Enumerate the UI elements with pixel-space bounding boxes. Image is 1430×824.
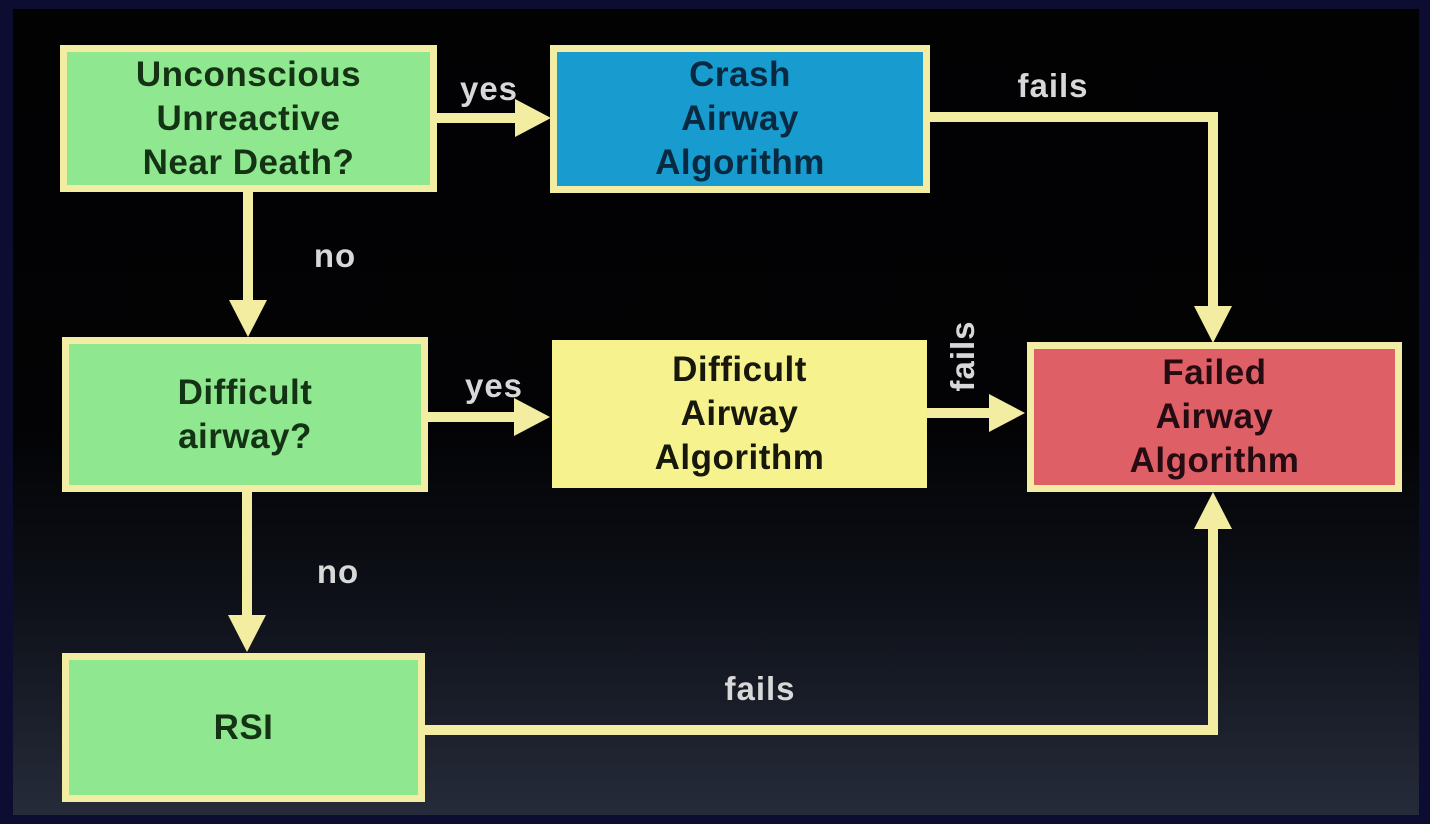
node-difficult-airway-algorithm: Difficult Airway Algorithm — [552, 340, 927, 488]
edge-label-no-bottom: no — [316, 553, 360, 590]
node-failed-airway-algorithm: Failed Airway Algorithm — [1027, 342, 1402, 492]
edge-crash-failed-hline — [930, 112, 1213, 122]
node-crash-airway-algorithm-label: Crash Airway Algorithm — [655, 55, 825, 182]
edge-difficultq-difficultalg-arrowhead — [514, 398, 550, 436]
edge-crash-failed-vline — [1208, 112, 1218, 308]
node-difficult-airway-question-label: Difficult airway? — [177, 372, 313, 456]
node-difficult-airway-algorithm-label: Difficult Airway Algorithm — [654, 350, 825, 477]
node-crash-airway-algorithm: Crash Airway Algorithm — [550, 45, 930, 193]
edge-rsi-failed-arrowhead — [1194, 492, 1232, 529]
edge-difficultalg-failed-arrowhead — [989, 394, 1025, 432]
edge-label-no-top: no — [313, 237, 357, 274]
edge-label-fails-bottom: fails — [724, 670, 796, 707]
edge-difficultalg-failed-line — [927, 408, 991, 418]
edge-rsi-failed-vline — [1208, 528, 1218, 735]
node-unconscious: Unconscious Unreactive Near Death? — [60, 45, 437, 192]
edge-label-yes-middle: yes — [464, 367, 524, 404]
edge-unconscious-difficult-arrowhead — [229, 300, 267, 337]
edge-crash-failed-arrowhead — [1194, 306, 1232, 343]
edge-unconscious-crash-arrowhead — [515, 99, 551, 137]
edge-difficultq-rsi-arrowhead — [228, 615, 266, 652]
edge-difficultq-difficultalg-line — [428, 412, 516, 422]
node-difficult-airway-question: Difficult airway? — [62, 337, 428, 492]
node-unconscious-label: Unconscious Unreactive Near Death? — [135, 54, 362, 182]
edge-rsi-failed-hline — [425, 725, 1218, 735]
edge-label-fails-middle: fails — [944, 320, 981, 392]
edge-unconscious-difficult-line — [243, 192, 253, 302]
edge-label-fails-top: fails — [1017, 67, 1089, 104]
edge-unconscious-crash-line — [437, 113, 519, 123]
node-rsi: RSI — [62, 653, 425, 802]
node-rsi-label: RSI — [213, 707, 274, 747]
node-failed-airway-algorithm-label: Failed Airway Algorithm — [1129, 353, 1300, 480]
edge-label-yes-top: yes — [459, 70, 519, 107]
edge-difficultq-rsi-line — [242, 492, 252, 617]
